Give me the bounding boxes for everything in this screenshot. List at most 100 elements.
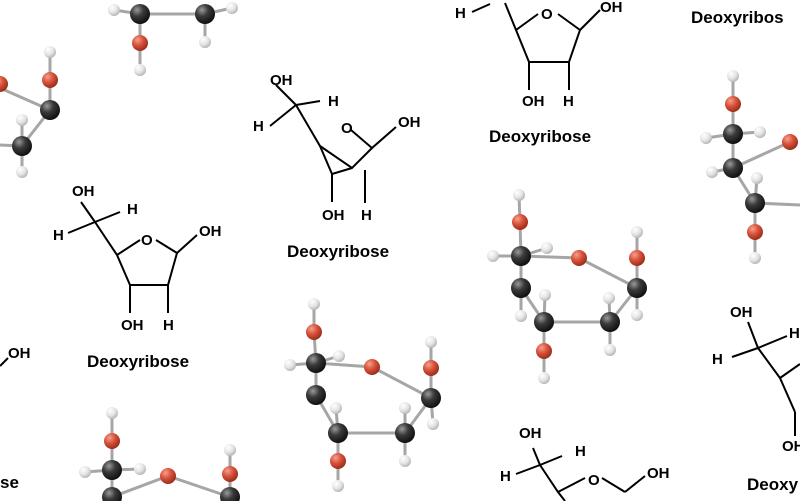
structural-fragment-left: OH se — [0, 345, 31, 492]
hydroxyl-label: OH — [782, 438, 800, 455]
hydroxyl-label: OH — [270, 72, 293, 89]
molecule-name-label: Deoxyribose — [287, 242, 389, 261]
oxygen-atom — [629, 250, 645, 266]
hydrogen-atom — [16, 166, 28, 178]
structural-formula-center: OH H H O OH OH H Deoxyribose — [253, 72, 421, 261]
oxygen-atom — [512, 214, 528, 230]
bond — [579, 9, 601, 31]
carbon-atom — [511, 246, 531, 266]
carbon-atom — [600, 312, 620, 332]
oxygen-atom — [330, 453, 346, 469]
hydrogen-atom — [308, 298, 320, 310]
hydrogen-label: H — [361, 207, 372, 224]
hydroxyl-label: OH — [647, 465, 670, 482]
carbon-atom — [627, 278, 647, 298]
hydrogen-label: H — [563, 93, 574, 110]
bond — [731, 347, 759, 358]
hydrogen-atom — [604, 344, 616, 356]
carbon-atom — [40, 100, 60, 120]
hydrogen-atom — [751, 172, 763, 184]
ring-oxygen-label: O — [141, 232, 153, 249]
structural-formula-right: OH H H OH Deoxy — [712, 304, 800, 494]
bond — [94, 211, 121, 223]
carbon-atom — [195, 4, 215, 24]
hydrogen-atom — [333, 350, 345, 362]
hydrogen-label: H — [163, 317, 174, 334]
hydroxyl-label: OH — [398, 114, 421, 131]
hydrogen-atom — [330, 402, 342, 414]
bond — [539, 455, 563, 466]
hydrogen-atom — [727, 70, 739, 82]
hydrogen-label: H — [455, 5, 466, 22]
hydrogen-label: H — [328, 93, 339, 110]
molecule-name-label: se — [0, 473, 19, 492]
ring-bond — [94, 221, 179, 286]
carbon-atom — [220, 487, 240, 501]
carbon-atom — [102, 460, 122, 480]
hydrogen-atom — [44, 46, 56, 58]
hydrogen-label: H — [789, 325, 800, 342]
oxygen-atom — [104, 433, 120, 449]
bond — [275, 84, 297, 106]
bond — [747, 321, 759, 349]
oxygen-atom — [747, 224, 763, 240]
bond — [80, 201, 96, 223]
carbon-atom — [723, 158, 743, 178]
hydrogen-atom — [134, 463, 146, 475]
carbon-atom — [12, 136, 32, 156]
oxygen-atom — [42, 72, 58, 88]
hydrogen-atom — [749, 252, 761, 264]
hydrogen-atom — [754, 126, 766, 138]
bond — [176, 234, 198, 254]
oxygen-atom — [725, 96, 741, 112]
hydrogen-label: H — [253, 118, 264, 135]
hydrogen-label: H — [575, 443, 586, 460]
hydrogen-atom — [515, 310, 527, 322]
oxygen-atom — [0, 76, 8, 92]
carbon-atom — [102, 487, 122, 501]
ring-oxygen-label: O — [341, 120, 353, 137]
bond — [295, 100, 321, 106]
ball-and-stick-model — [79, 407, 240, 501]
molecule-name-label: Deoxyribose — [87, 352, 189, 371]
ring-bond — [319, 145, 333, 175]
oxygen-atom — [306, 324, 322, 340]
bond — [624, 475, 646, 493]
hydrogen-atom — [226, 2, 238, 14]
ball-and-stick-model — [284, 298, 441, 492]
hydroxyl-label: OH — [522, 93, 545, 110]
carbon-atom — [130, 4, 150, 24]
oxygen-atom — [782, 134, 798, 150]
hydrogen-label: H — [500, 468, 511, 485]
hydroxyl-label: OH — [730, 304, 753, 321]
oxygen-atom — [132, 35, 148, 51]
hydrogen-label: H — [712, 351, 723, 368]
hydroxyl-label: OH — [8, 345, 31, 362]
hydroxyl-label: OH — [121, 317, 144, 334]
hydrogen-atom — [603, 292, 615, 304]
oxygen-atom — [222, 466, 238, 482]
hydrogen-atom — [399, 455, 411, 467]
ring-bond — [504, 2, 582, 63]
hydrogen-atom — [399, 402, 411, 414]
hydrogen-atom — [16, 114, 28, 126]
carbon-atom — [306, 353, 326, 373]
oxygen-atom — [160, 468, 176, 484]
hydrogen-label: H — [127, 201, 138, 218]
carbon-atom — [328, 423, 348, 443]
molecule-name-label: Deoxyribos — [691, 8, 784, 27]
carbon-atom — [534, 312, 554, 332]
ring-bond — [757, 347, 796, 413]
molecule-name-label: Deoxy — [747, 475, 799, 494]
structural-formula-top: H O OH OH H Deoxyribose — [455, 0, 623, 146]
hydrogen-atom — [106, 407, 118, 419]
hydrogen-atom — [332, 480, 344, 492]
oxygen-atom — [571, 250, 587, 266]
model-bond — [732, 140, 791, 170]
ring-bond — [116, 239, 141, 256]
carbon-atom — [306, 385, 326, 405]
bond — [532, 447, 541, 466]
ring-bond — [601, 477, 626, 493]
